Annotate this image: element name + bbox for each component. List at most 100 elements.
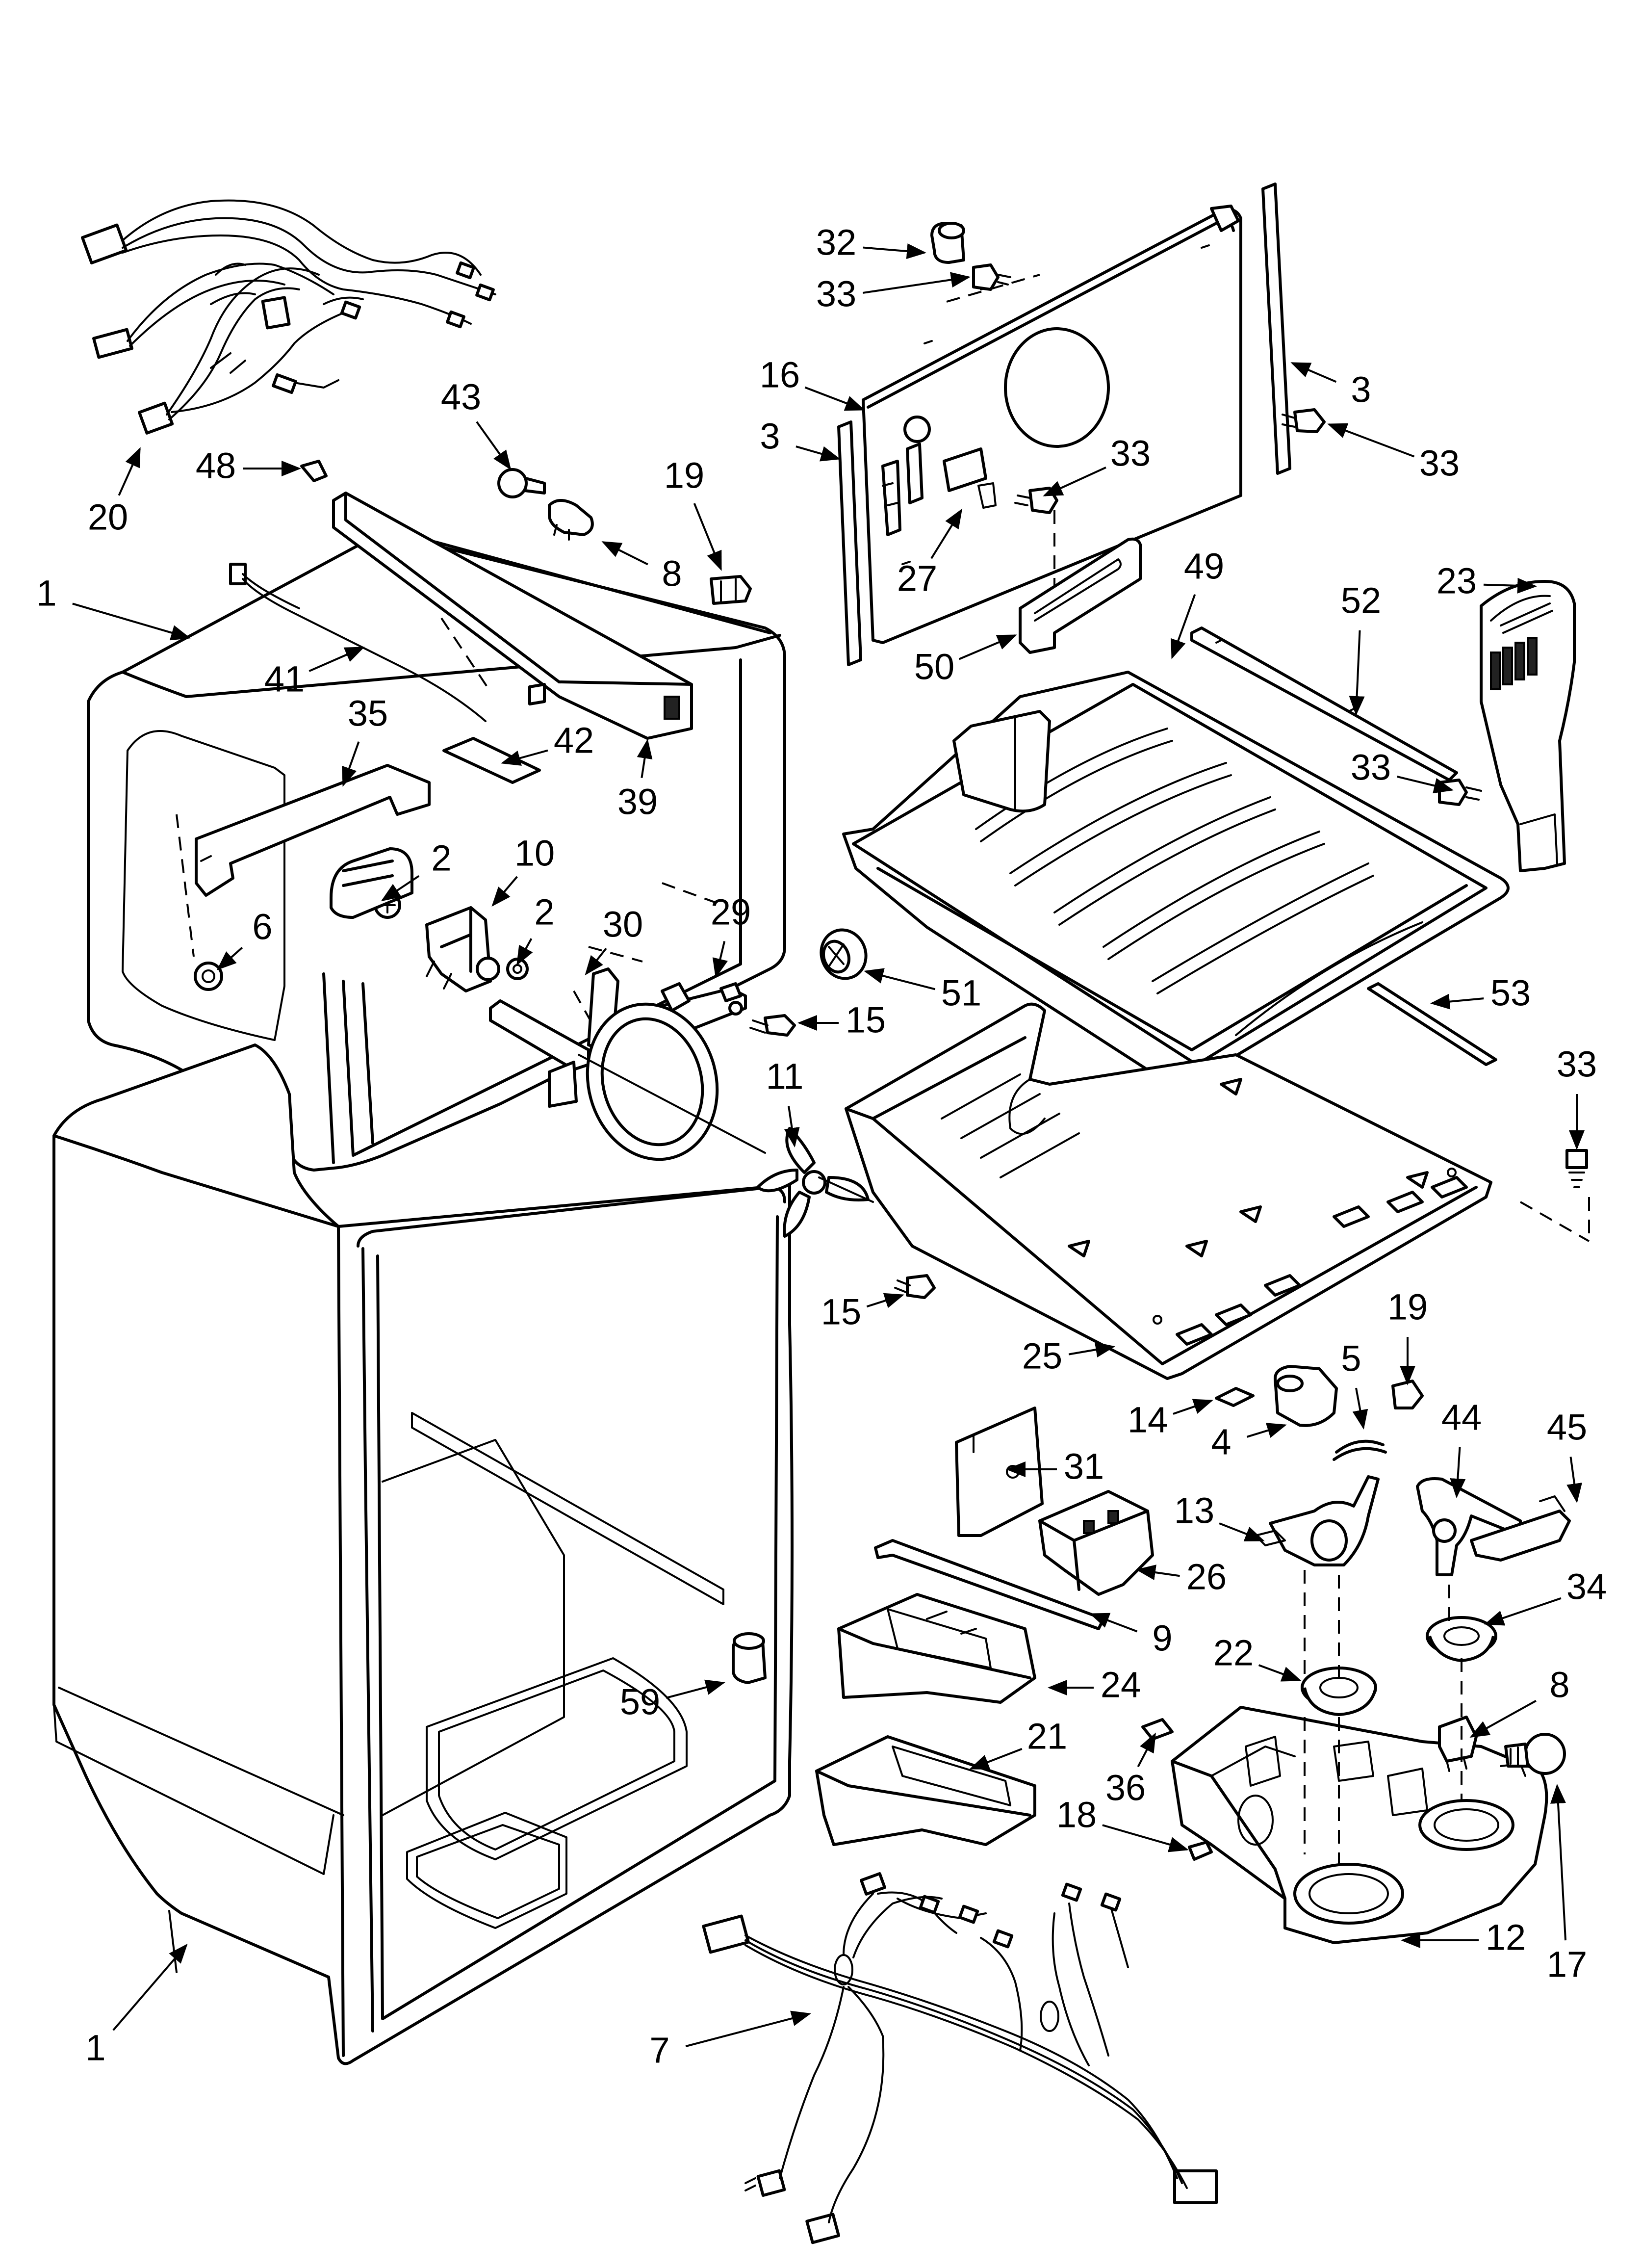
spacer-32 <box>930 222 965 264</box>
callout-c11: 11 <box>766 1056 803 1147</box>
callout-c16: 16 <box>760 355 865 411</box>
connector-19-lower <box>1391 1380 1424 1409</box>
callout-number: 48 <box>196 445 236 486</box>
callout-c20: 20 <box>88 447 141 538</box>
callout-c1b: 1 <box>85 1943 188 2068</box>
callout-number: 17 <box>1547 1944 1587 1985</box>
callout-c8a: 8 <box>601 541 682 594</box>
bracket-35 <box>195 764 431 897</box>
callout-c24: 24 <box>1048 1665 1141 1705</box>
callout-c12: 12 <box>1401 1917 1526 1958</box>
leader-arrow <box>804 386 865 411</box>
duct-cover-23 <box>1480 580 1576 872</box>
cup-34 <box>1426 1616 1497 1662</box>
leader-arrow <box>72 602 191 641</box>
callout-c5: 5 <box>1341 1338 1368 1430</box>
callout-number: 33 <box>1557 1044 1597 1085</box>
chute-21 <box>815 1735 1036 1846</box>
callout-c17: 17 <box>1547 1784 1587 1985</box>
leader-arrow <box>863 243 926 259</box>
callout-c2a: 2 <box>381 838 452 902</box>
callout-number: 50 <box>914 647 954 687</box>
seal-3-left <box>837 420 862 666</box>
callout-c21: 21 <box>969 1716 1067 1770</box>
leader-arrow <box>1173 1399 1213 1415</box>
cover-31 <box>955 1407 1044 1537</box>
leader-arrow <box>1352 1387 1368 1430</box>
callout-c44: 44 <box>1441 1397 1482 1498</box>
dispenser-dash-lines <box>1304 1197 1590 1864</box>
callout-number: 52 <box>1341 580 1381 621</box>
callout-c6: 6 <box>217 907 273 970</box>
callout-number: 30 <box>603 904 643 945</box>
callout-c1a: 1 <box>36 573 191 641</box>
leader-arrow <box>1136 1564 1180 1580</box>
leader-arrow <box>712 941 728 978</box>
callout-number: 36 <box>1105 1768 1146 1808</box>
callout-c34: 34 <box>1484 1566 1607 1626</box>
leader-arrow <box>1043 467 1106 496</box>
leader-arrow <box>864 968 936 991</box>
fan-shroud-ring <box>548 1002 766 1161</box>
arm-9 <box>874 1539 1105 1630</box>
callout-number: 8 <box>1549 1665 1569 1705</box>
callout-number: 19 <box>664 455 704 496</box>
callout-number: 31 <box>1064 1446 1104 1487</box>
callout-number: 53 <box>1490 973 1531 1014</box>
leader-arrow <box>308 647 365 672</box>
callout-c43: 43 <box>441 377 512 470</box>
leader-arrow <box>685 2010 811 2047</box>
callout-number: 1 <box>36 573 56 614</box>
cup-22 <box>1301 1667 1377 1716</box>
callout-number: 33 <box>1110 433 1151 474</box>
pad-14 <box>1215 1387 1255 1407</box>
callout-c33d: 33 <box>1351 747 1454 794</box>
callout-number: 20 <box>88 497 128 538</box>
callout-c3b: 3 <box>1290 362 1371 410</box>
callout-number: 18 <box>1056 1795 1097 1835</box>
callout-number: 2 <box>431 838 451 879</box>
clip-36 <box>1141 1718 1174 1741</box>
callout-c33c: 33 <box>1327 423 1460 484</box>
screw-33-right <box>1282 408 1326 433</box>
callout-c51: 51 <box>864 968 981 1014</box>
callout-number: 22 <box>1213 1633 1254 1673</box>
leader-arrow <box>1246 1423 1287 1438</box>
leader-arrow <box>795 445 841 462</box>
callout-c48: 48 <box>196 445 301 486</box>
callout-number: 42 <box>554 720 594 761</box>
callout-c50: 50 <box>914 634 1017 687</box>
leader-arrow <box>666 1679 725 1699</box>
callout-number: 15 <box>846 1000 886 1041</box>
plug-6 <box>194 962 223 991</box>
callout-number: 33 <box>816 274 856 314</box>
callout-number: 43 <box>441 377 481 417</box>
callout-number: 59 <box>620 1682 660 1722</box>
bulb-17 <box>1504 1733 1566 1775</box>
leader-arrow <box>784 1106 800 1147</box>
screw-15-upper <box>749 1014 796 1037</box>
callout-c35: 35 <box>342 693 388 787</box>
callout-c25: 25 <box>1022 1336 1115 1377</box>
callout-number: 23 <box>1437 561 1477 601</box>
callout-c8b: 8 <box>1469 1665 1570 1738</box>
callout-c9: 9 <box>1089 1613 1173 1659</box>
leader-arrow <box>1089 1613 1138 1633</box>
callout-c19a: 19 <box>664 455 722 571</box>
leader-arrow <box>637 739 653 778</box>
leader-arrow <box>491 876 518 907</box>
callout-c15a: 15 <box>797 1000 886 1041</box>
leader-arrow <box>1068 1342 1115 1357</box>
slide-rail-53 <box>1367 982 1497 1066</box>
callout-c31: 31 <box>1006 1446 1104 1487</box>
connector-19-upper <box>710 575 752 605</box>
leader-arrow <box>476 421 512 470</box>
callout-number: 3 <box>1351 369 1371 410</box>
clip-48 <box>300 460 328 482</box>
lever-44 <box>1416 1477 1522 1576</box>
wiring-harness-upper <box>80 199 496 435</box>
screw-15-lower <box>894 1274 936 1299</box>
callout-number: 8 <box>662 553 682 594</box>
callout-number: 27 <box>897 558 937 599</box>
callout-c14: 14 <box>1128 1399 1213 1440</box>
